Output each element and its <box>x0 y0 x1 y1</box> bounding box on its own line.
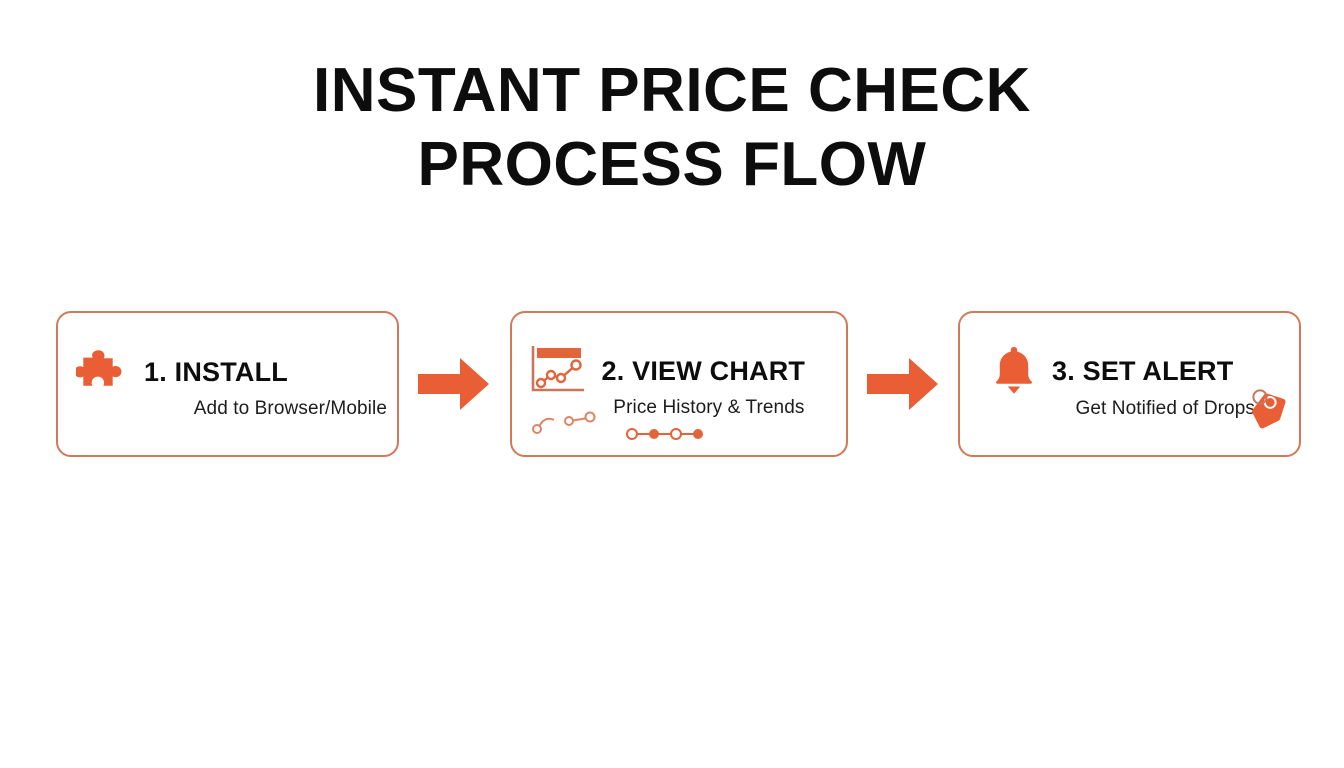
bell-icon <box>992 345 1036 397</box>
title-line-2: PROCESS FLOW <box>417 130 927 199</box>
squiggle-line-icon <box>530 407 600 440</box>
step-subtitle: Add to Browser/Mobile <box>193 398 387 419</box>
title-line-1: INSTANT PRICE CHECK <box>313 56 1031 125</box>
line-chart-icon <box>528 343 588 399</box>
step-header: 2. VIEW CHART <box>528 343 806 399</box>
dot-track-icon <box>624 426 706 447</box>
arrow-right-icon <box>418 358 490 410</box>
page-title: INSTANT PRICE CHECK PROCESS FLOW <box>0 56 1344 199</box>
step-subtitle: Get Notified of Drops <box>1075 398 1255 419</box>
price-tag-icon <box>1245 385 1293 442</box>
step-title: 1. INSTALL <box>144 356 289 387</box>
connector-arrow-1 <box>399 311 510 457</box>
puzzle-piece-icon <box>76 346 132 398</box>
connector-arrow-2 <box>848 311 959 457</box>
step-card-set-alert[interactable]: 3. SET ALERT Get Notified of Drops <box>958 311 1301 457</box>
step-subtitle: Price History & Trends <box>613 397 805 418</box>
arrow-right-icon <box>866 358 938 410</box>
step-card-install[interactable]: 1. INSTALL Add to Browser/Mobile <box>56 311 399 457</box>
step-header: 1. INSTALL <box>76 346 288 398</box>
step-title: 2. VIEW CHART <box>601 355 806 386</box>
step-title: 3. SET ALERT <box>1052 355 1234 386</box>
step-card-view-chart[interactable]: 2. VIEW CHART Price History & Trends <box>509 311 848 457</box>
step-header: 3. SET ALERT <box>992 345 1233 397</box>
process-flow-row: 1. INSTALL Add to Browser/Mobile <box>56 311 1301 457</box>
